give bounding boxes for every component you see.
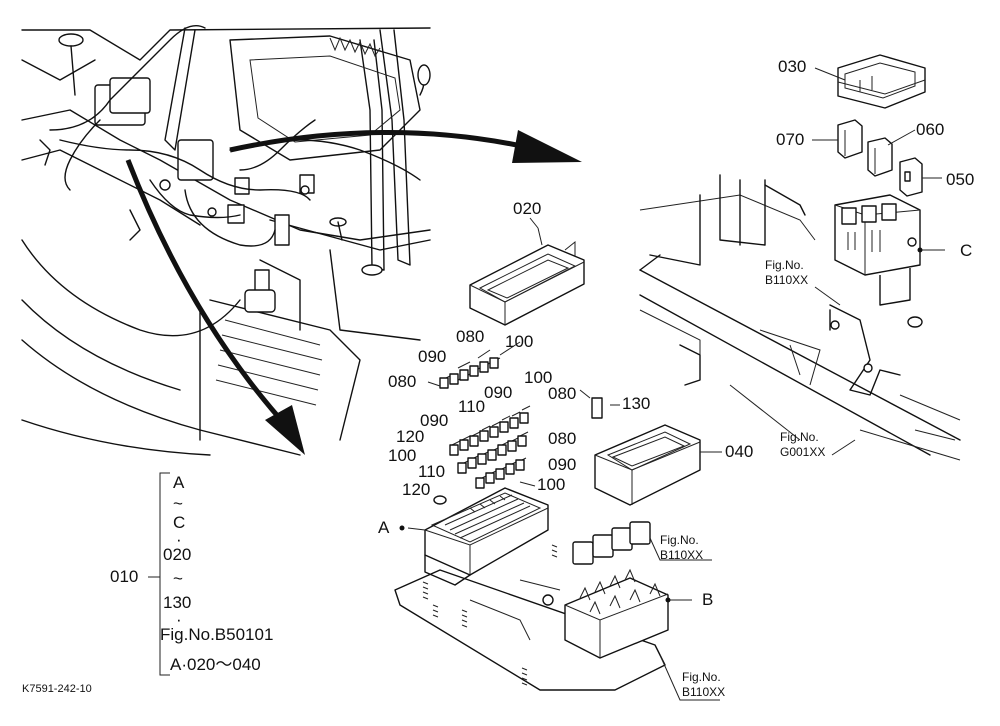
fig-ref-label: Fig.No. [765,258,804,272]
callout-120-a: 120 [396,427,425,446]
callout-090-b: 090 [484,383,513,402]
legend-tilde-2: ~ [173,569,183,588]
fig-ref-label: Fig.No. [682,670,721,684]
callout-100-d: 100 [537,475,566,494]
callout-010: 010 [110,567,139,586]
callout-030: 030 [778,57,807,76]
fig-ref-code: G001XX [780,445,826,459]
callout-060: 060 [916,120,945,139]
fig-ref-code: B110XX [660,548,704,562]
legend-line-1: A [173,473,185,492]
legend-line-3: 020 [163,545,192,564]
legend-line-2: C [173,513,186,532]
legend-dot-2: · [176,610,182,629]
callout-110-b: 110 [418,462,446,481]
callout-100-b: 100 [524,368,553,387]
callout-080-b: 080 [388,372,417,391]
callout-070: 070 [776,130,805,149]
callout-020: 020 [513,199,542,218]
flow-arrows [125,130,582,455]
fig-ref-b110-top: Fig.No. B110XX [765,258,808,288]
callout-110-a: 110 [458,397,486,416]
legend-line-4: 130 [163,593,192,612]
callout-130: 130 [622,394,651,413]
legend-line-6: A·020～040 [170,655,261,674]
callout-040: 040 [725,442,754,461]
legend-tilde-1: ~ [173,494,183,513]
legend-line-5: Fig.No.B50101 [160,625,274,644]
callout-100-c: 100 [388,446,417,465]
legend-dot-1: · [176,530,182,549]
callout-050: 050 [946,170,975,189]
callout-080-d: 080 [548,429,577,448]
legend-brace [148,472,170,676]
callout-090-a: 090 [418,347,447,366]
callout-A: A [378,518,390,537]
callout-C: C [960,241,973,260]
drawing-reference: K7591-242-10 [22,683,92,695]
fig-ref-code: B110XX [682,685,726,699]
callout-B: B [702,590,714,609]
right-frame-illustration [639,54,961,461]
callout-120-b: 120 [402,480,431,499]
callout-080-c: 080 [548,384,577,403]
vehicle-frame-illustration [21,25,431,456]
fuse-box-exploded-view [394,217,722,701]
callout-100-a: 100 [505,332,534,351]
callout-090-c: 090 [420,411,449,430]
callout-080-a: 080 [456,327,485,346]
fig-ref-b110-mid: Fig.No. B110XX [660,533,703,563]
fig-ref-label: Fig.No. [780,430,819,444]
fig-ref-b110-bot: Fig.No. B110XX [682,670,725,700]
fig-ref-label: Fig.No. [660,533,699,547]
callout-090-d: 090 [548,455,577,474]
fig-ref-code: B110XX [765,273,809,287]
fig-ref-g001: Fig.No. G001XX [780,430,825,460]
